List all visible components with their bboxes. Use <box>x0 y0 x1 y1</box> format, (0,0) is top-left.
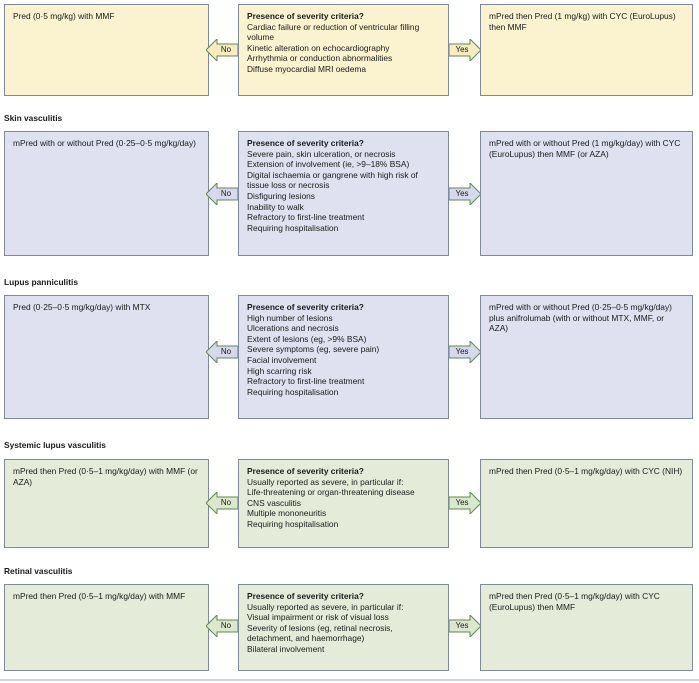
criteria-item: Refractory to first-line treatment <box>247 376 365 387</box>
criteria-item: Digital ischaemia or gangrene with high … <box>247 169 418 191</box>
yes-arrow-0: Yes <box>449 39 481 61</box>
left-arrow-icon <box>206 341 238 363</box>
yes-treatment-box-1: mPred with or without Pred (1 mg/kg/day)… <box>480 131 693 256</box>
right-arrow-icon <box>449 492 481 514</box>
no-arrow-2: No <box>206 341 238 363</box>
no-treatment-box-0: Pred (0·5 mg/kg) with MMF <box>4 4 209 96</box>
yes-treatment-box-2: mPred with or without Pred (0·25–0·5 mg/… <box>480 295 693 419</box>
yes-treatment-box-4: mPred then Pred (0·5–1 mg/kg/day) with C… <box>480 584 693 671</box>
criteria-item: Arrhythmia or conduction abnormalities <box>247 53 393 64</box>
no-treatment-box-1: mPred with or without Pred (0·25–0·5 mg/… <box>4 131 209 256</box>
no-treatment-text-3: mPred then Pred (0·5–1 mg/kg/day) with M… <box>13 466 198 487</box>
criteria-title-4: Presence of severity criteria? <box>247 591 364 601</box>
criteria-item: Multiple mononeuritis <box>247 508 327 519</box>
no-label-0: No <box>220 45 232 54</box>
section-title-lupus-panniculitis: Lupus panniculitis <box>4 277 78 287</box>
yes-label-1: Yes <box>455 189 469 198</box>
yes-label-2: Yes <box>455 347 469 356</box>
criteria-item: Ulcerations and necrosis <box>247 323 339 334</box>
left-arrow-icon <box>206 492 238 514</box>
yes-label-3: Yes <box>455 498 469 507</box>
yes-arrow-3: Yes <box>449 492 481 514</box>
criteria-item: Facial involvement <box>247 354 317 365</box>
criteria-title-2: Presence of severity criteria? <box>247 302 364 312</box>
yes-treatment-box-0: mPred then Pred (1 mg/kg) with CYC (Euro… <box>480 4 693 96</box>
right-arrow-icon <box>449 183 481 205</box>
criteria-title-0: Presence of severity criteria? <box>247 11 364 21</box>
left-arrow-icon <box>206 183 238 205</box>
criteria-box-0: Presence of severity criteria? Cardiac f… <box>238 4 449 96</box>
criteria-item: Diffuse myocardial MRI oedema <box>247 63 367 74</box>
no-treatment-box-4: mPred then Pred (0·5–1 mg/kg/day) with M… <box>4 584 209 671</box>
yes-arrow-2: Yes <box>449 341 481 363</box>
criteria-item: Bilateral involvement <box>247 643 325 654</box>
section-title-retinal-vasculitis: Retinal vasculitis <box>4 566 73 576</box>
no-arrow-0: No <box>206 39 238 61</box>
yes-arrow-1: Yes <box>449 183 481 205</box>
yes-treatment-text-2: mPred with or without Pred (0·25–0·5 mg/… <box>489 302 672 334</box>
yes-treatment-text-3: mPred then Pred (0·5–1 mg/kg/day) with C… <box>489 466 683 476</box>
criteria-item: Refractory to first-line treatment <box>247 212 365 223</box>
criteria-item: Visual impairment or risk of visual loss <box>247 612 389 623</box>
criteria-item: Usually reported as severe, in particula… <box>247 476 404 487</box>
bottom-divider <box>0 679 699 681</box>
right-arrow-icon <box>449 615 481 637</box>
criteria-title-1: Presence of severity criteria? <box>247 138 364 148</box>
criteria-box-1: Presence of severity criteria? Severe pa… <box>238 131 449 256</box>
criteria-item: Severity of lesions (eg, retinal necrosi… <box>247 622 393 644</box>
no-treatment-box-2: Pred (0·25–0·5 mg/kg/day) with MTX <box>4 295 209 419</box>
criteria-box-3: Presence of severity criteria? Usually r… <box>238 459 449 548</box>
section-title-systemic-lupus-vasculitis: Systemic lupus vasculitis <box>4 440 106 450</box>
criteria-item: Cardiac failure or reduction of ventricu… <box>247 21 420 43</box>
right-arrow-icon <box>449 341 481 363</box>
criteria-item: Requiring hospitalisation <box>247 222 339 233</box>
criteria-item: High scarring risk <box>247 365 312 376</box>
no-treatment-box-3: mPred then Pred (0·5–1 mg/kg/day) with M… <box>4 459 209 548</box>
yes-label-0: Yes <box>455 45 469 54</box>
section-title-skin-vasculitis: Skin vasculitis <box>4 113 63 123</box>
yes-treatment-text-1: mPred with or without Pred (1 mg/kg/day)… <box>489 138 681 159</box>
criteria-item: Extent of lesions (eg, >9% BSA) <box>247 333 367 344</box>
no-arrow-4: No <box>206 615 238 637</box>
criteria-item: Extension of involvement (ie, >9–18% BSA… <box>247 159 410 170</box>
criteria-item: CNS vasculitis <box>247 497 301 508</box>
no-label-3: No <box>220 498 232 507</box>
no-treatment-text-0: Pred (0·5 mg/kg) with MMF <box>13 11 115 21</box>
no-label-2: No <box>220 347 232 356</box>
criteria-item: Inability to walk <box>247 201 304 212</box>
yes-label-4: Yes <box>455 621 469 630</box>
criteria-box-2: Presence of severity criteria? High numb… <box>238 295 449 419</box>
no-treatment-text-4: mPred then Pred (0·5–1 mg/kg/day) with M… <box>13 591 186 601</box>
criteria-item: Usually reported as severe, in particula… <box>247 601 404 612</box>
left-arrow-icon <box>206 39 238 61</box>
criteria-item: Requiring hospitalisation <box>247 386 339 397</box>
criteria-item: Kinetic alteration on echocardiography <box>247 42 390 53</box>
yes-treatment-text-0: mPred then Pred (1 mg/kg) with CYC (Euro… <box>489 11 676 32</box>
no-arrow-1: No <box>206 183 238 205</box>
criteria-box-4: Presence of severity criteria? Usually r… <box>238 584 449 671</box>
criteria-title-3: Presence of severity criteria? <box>247 466 364 476</box>
criteria-item: Severe symptoms (eg, severe pain) <box>247 344 380 355</box>
no-arrow-3: No <box>206 492 238 514</box>
yes-treatment-box-3: mPred then Pred (0·5–1 mg/kg/day) with C… <box>480 459 693 548</box>
criteria-item: High number of lesions <box>247 312 333 323</box>
left-arrow-icon <box>206 615 238 637</box>
criteria-item: Requiring hospitalisation <box>247 518 339 529</box>
no-label-4: No <box>220 621 232 630</box>
yes-arrow-4: Yes <box>449 615 481 637</box>
no-label-1: No <box>220 189 232 198</box>
no-treatment-text-1: mPred with or without Pred (0·25–0·5 mg/… <box>13 138 196 148</box>
criteria-item: Disfiguring lesions <box>247 190 315 201</box>
criteria-item: Life-threatening or organ-threatening di… <box>247 487 415 498</box>
right-arrow-icon <box>449 39 481 61</box>
yes-treatment-text-4: mPred then Pred (0·5–1 mg/kg/day) with C… <box>489 591 660 612</box>
criteria-item: Severe pain, skin ulceration, or necrosi… <box>247 148 396 159</box>
no-treatment-text-2: Pred (0·25–0·5 mg/kg/day) with MTX <box>13 302 151 312</box>
